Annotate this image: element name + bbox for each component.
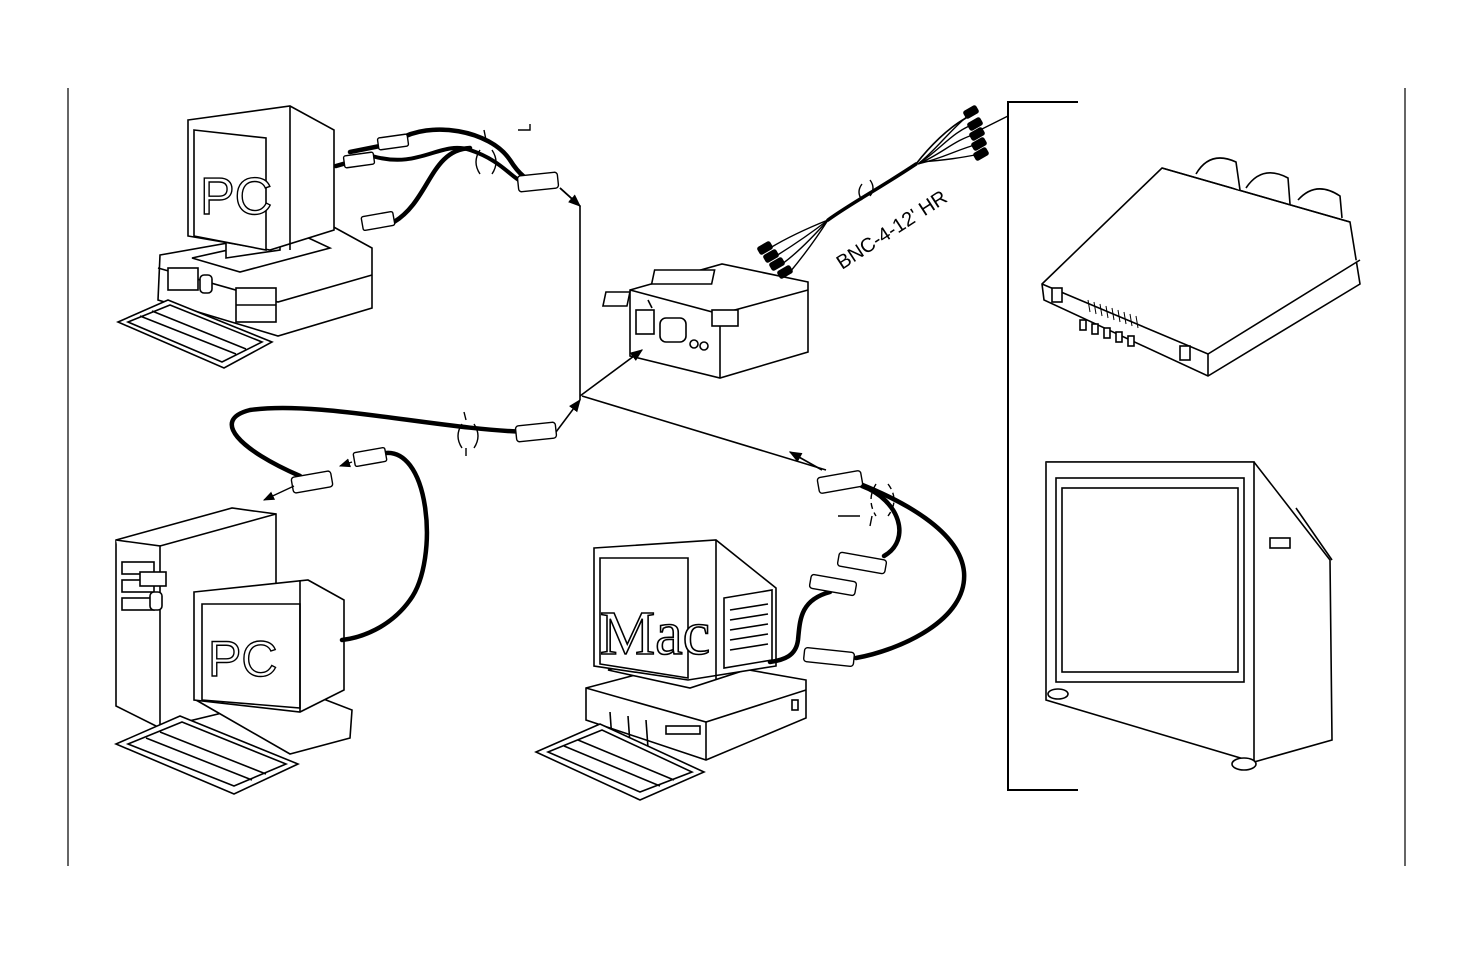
mac-cable-icon [770,484,964,662]
vga-cable-icon [336,130,534,222]
cable-break-marks-bottom [458,412,478,456]
mac-cable-connectors [803,470,886,666]
crt-monitor-icon [1046,462,1332,770]
mac-icon [536,540,806,800]
mac-screen-label: Mac [600,600,710,668]
arrow-to-pc-bottom [264,486,294,500]
cable-break-marks-mac [838,484,894,526]
pc-bottom-screen-label: PC [208,631,277,687]
pc-desktop-icon [118,106,372,368]
bnc-cable-label: BNC-4-12' HR [833,186,952,274]
pc-top-screen-label: PC [200,168,272,226]
bnc-to-bracket-line [980,116,1008,130]
arrow-to-pc-bottom-2 [340,462,352,466]
video-projector-icon [1042,158,1360,376]
converter-box-icon [603,264,808,378]
pc-cable-bottom-connectors [291,422,557,493]
bnc-plugs-right [963,105,989,161]
